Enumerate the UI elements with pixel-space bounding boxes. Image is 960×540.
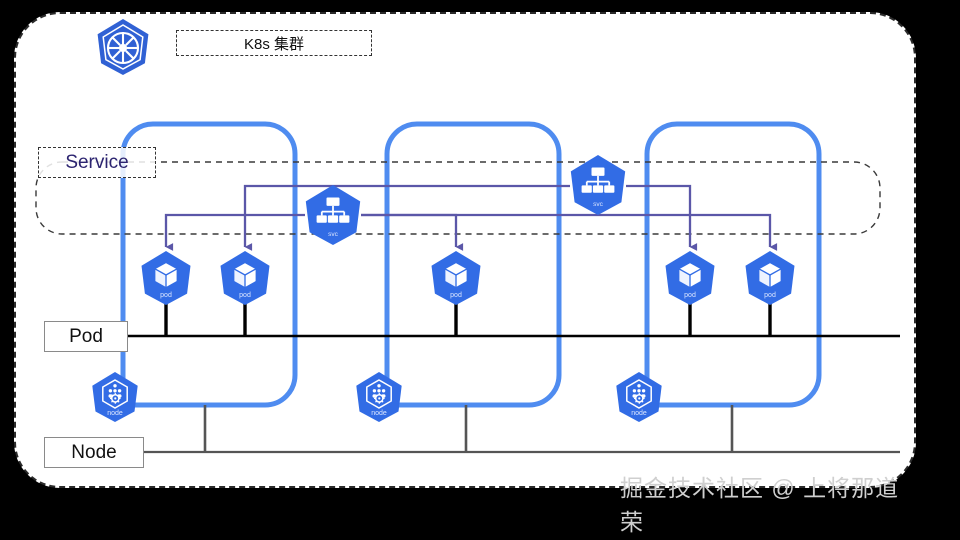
pod-row-label: Pod xyxy=(44,321,128,352)
service-icon-right-label: svc xyxy=(593,201,604,208)
service-connectors xyxy=(164,184,778,251)
node-icon-3[interactable]: node xyxy=(615,371,663,423)
pod-icon-2-label: pod xyxy=(239,292,251,299)
pod-icon-2[interactable]: pod xyxy=(219,250,271,306)
pod-icon-4-label: pod xyxy=(684,292,696,299)
pod-icon-3[interactable]: pod xyxy=(430,250,482,306)
node-icon-2[interactable]: node xyxy=(355,371,403,423)
pod-icon-5-label: pod xyxy=(764,292,776,299)
service-zone-label: Service xyxy=(38,147,156,178)
svc-right-to-pod-2 xyxy=(243,184,570,251)
svc-left-to-pod-1 xyxy=(164,213,305,251)
pod-icon-4[interactable]: pod xyxy=(664,250,716,306)
service-icon-left[interactable]: svc xyxy=(304,184,362,246)
node-icon-2-label: node xyxy=(371,410,387,417)
cluster-logo xyxy=(96,17,150,77)
node-group-outline-1 xyxy=(120,121,298,408)
pod-row xyxy=(44,303,900,338)
node-group-outlines xyxy=(120,121,822,408)
service-zone-boundary xyxy=(35,161,881,235)
pod-icon-1-label: pod xyxy=(160,292,172,299)
node-icon-3-label: node xyxy=(631,410,647,417)
svc-right-to-pod-4 xyxy=(626,184,698,251)
pod-icon-1[interactable]: pod xyxy=(140,250,192,306)
pod-icon-5[interactable]: pod xyxy=(744,250,796,306)
svc-left-to-pod-3 xyxy=(361,213,464,251)
node-icon-1[interactable]: node xyxy=(91,371,139,423)
node-row-label: Node xyxy=(44,437,144,468)
pod-icon-3-label: pod xyxy=(450,292,462,299)
node-group-outline-3 xyxy=(644,121,822,408)
svc-left-to-pod-5 xyxy=(361,213,778,251)
node-group-outline-2 xyxy=(384,121,562,408)
node-row xyxy=(44,405,900,454)
cluster-title: K8s 集群 xyxy=(176,30,372,56)
service-icon-right[interactable]: svc xyxy=(569,154,627,216)
node-icon-1-label: node xyxy=(107,410,123,417)
service-icon-left-label: svc xyxy=(328,231,339,238)
watermark: 掘金技术社区 @ 上将那道荣 xyxy=(620,475,900,535)
